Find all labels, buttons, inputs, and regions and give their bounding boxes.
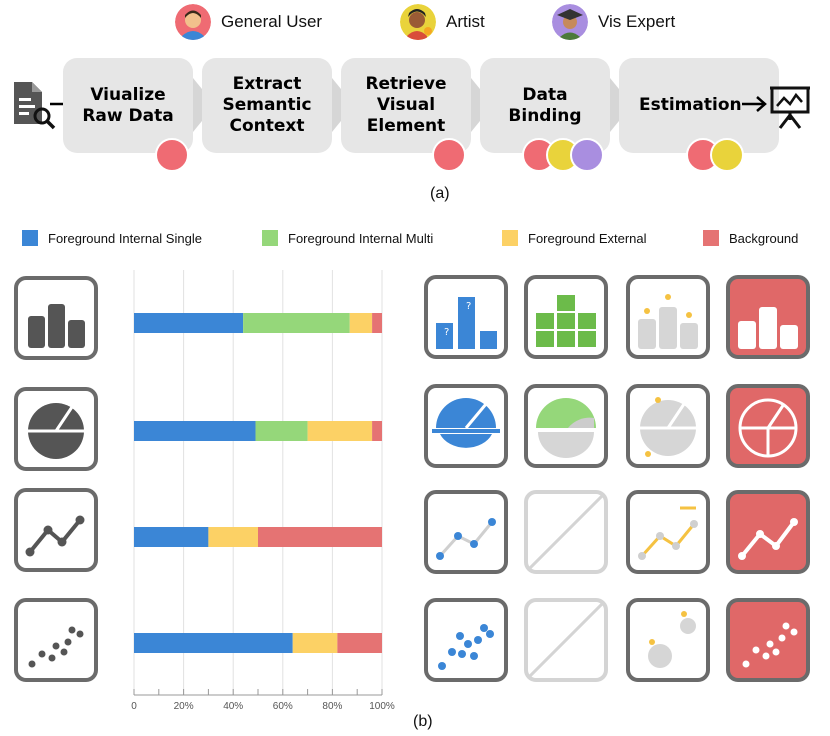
legend-item: Foreground External <box>502 230 647 246</box>
bar-segment <box>372 421 382 441</box>
legend-item: Foreground Internal Multi <box>262 230 433 246</box>
x-tick-label: 40% <box>223 701 243 712</box>
bar-segment <box>255 421 308 441</box>
raw-data-file-icon <box>14 82 56 130</box>
persona-artist: Artist <box>400 4 485 40</box>
general-user-avatar-icon <box>432 138 466 172</box>
bar-segment <box>134 313 244 333</box>
artist-avatar-icon <box>710 138 744 172</box>
line-chart-type-icon <box>14 488 98 572</box>
svg-text:?: ? <box>466 301 471 312</box>
x-tick-label: 100% <box>369 701 395 712</box>
svg-text:?: ? <box>444 327 449 338</box>
legend-item: Background <box>703 230 798 246</box>
bar-segment <box>208 527 258 547</box>
vis-expert-avatar-icon <box>552 4 588 40</box>
step-label: Viualize Raw Data <box>82 84 174 126</box>
legend-label: Foreground External <box>528 230 647 246</box>
scatter-external-example <box>626 598 710 682</box>
pie-external-example <box>626 384 710 468</box>
x-tick-label: 0 <box>131 701 137 712</box>
pie-internal-single-example <box>424 384 508 468</box>
legend-swatch <box>502 230 518 246</box>
step-label: Estimation <box>639 95 742 115</box>
step-visualize-raw-data: Viualize Raw Data <box>63 58 193 153</box>
legend-swatch <box>22 230 38 246</box>
step-data-binding: Data Binding <box>480 58 610 153</box>
bar-external-example <box>626 275 710 359</box>
step-label: Retrieve Visual Element <box>365 74 447 136</box>
scatter-internal-single-example <box>424 598 508 682</box>
step-estimation: Estimation <box>619 58 779 153</box>
bar-segment <box>307 421 373 441</box>
bar-internal-single-example: ?? <box>424 275 508 359</box>
line-internal-multi-empty <box>524 490 608 574</box>
step-extract-semantic-context: Extract Semantic Context <box>202 58 332 153</box>
bar-segment <box>258 527 382 547</box>
general-user-avatar-icon <box>155 138 189 172</box>
x-tick-label: 20% <box>174 701 194 712</box>
bar-segment <box>134 633 293 653</box>
persona-general-user: General User <box>175 4 322 40</box>
persona-label: General User <box>221 12 323 31</box>
arrow-right-icon <box>742 96 767 112</box>
legend-label: Background <box>729 230 799 246</box>
bar-internal-multi-example <box>524 275 608 359</box>
pie-chart-type-icon <box>14 387 98 471</box>
bar-segment <box>134 421 256 441</box>
legend-swatch <box>262 230 278 246</box>
step-retrieve-visual-element: Retrieve Visual Element <box>341 58 471 153</box>
persona-label: Artist <box>446 12 485 31</box>
pie-background-example <box>726 384 810 468</box>
bar-background-example <box>726 275 810 359</box>
scatter-background-example <box>726 598 810 682</box>
legend-item: Foreground Internal Single <box>22 230 202 246</box>
bar-segment <box>134 527 209 547</box>
legend-swatch <box>703 230 719 246</box>
artist-avatar-icon <box>400 4 436 40</box>
vis-expert-avatar-icon <box>570 138 604 172</box>
persona-vis-expert: Vis Expert <box>552 4 675 40</box>
step-label: Data Binding <box>508 84 582 126</box>
caption-b: (b) <box>413 713 433 730</box>
step-label: Extract Semantic Context <box>222 74 312 136</box>
general-user-avatar-icon <box>175 4 211 40</box>
x-tick-label: 60% <box>273 701 293 712</box>
bar-segment <box>349 313 373 333</box>
bar-segment <box>372 313 382 333</box>
line-external-example <box>626 490 710 574</box>
legend-label: Foreground Internal Multi <box>288 230 434 246</box>
bar-chart-type-icon <box>14 276 98 360</box>
line-internal-single-example <box>424 490 508 574</box>
legend-label: Foreground Internal Single <box>48 230 202 246</box>
bar-segment <box>292 633 338 653</box>
pie-internal-multi-example <box>524 384 608 468</box>
presentation-chart-icon <box>770 86 810 129</box>
caption-a: (a) <box>430 185 450 202</box>
bar-segment <box>243 313 350 333</box>
line-background-example <box>726 490 810 574</box>
scatter-plot-type-icon <box>14 598 98 682</box>
persona-label: Vis Expert <box>598 12 676 31</box>
x-tick-label: 80% <box>322 701 342 712</box>
stacked-bar-chart: 0 20% 40% 60% 80% 100% <box>131 270 395 712</box>
scatter-internal-multi-empty <box>524 598 608 682</box>
bar-segment <box>337 633 382 653</box>
